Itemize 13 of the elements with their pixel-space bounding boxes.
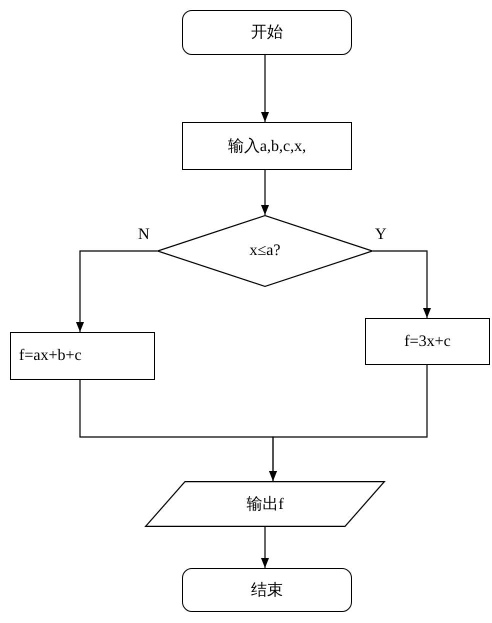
condition-text: x≤a? — [250, 242, 280, 260]
terminal-box: 结束 — [182, 568, 352, 612]
process-box: 输入a,b,c,x, — [182, 122, 352, 170]
process-box: f=3x+c — [365, 318, 490, 365]
arrow — [373, 250, 431, 318]
arrow — [269, 365, 428, 481]
arrow — [261, 527, 269, 568]
output-text: 输出f — [246, 494, 284, 514]
arrow — [76, 250, 157, 332]
terminal-box: 开始 — [182, 10, 352, 55]
process-box: f=ax+b+c — [10, 332, 155, 380]
arrow — [261, 55, 269, 122]
arrow — [261, 170, 269, 215]
